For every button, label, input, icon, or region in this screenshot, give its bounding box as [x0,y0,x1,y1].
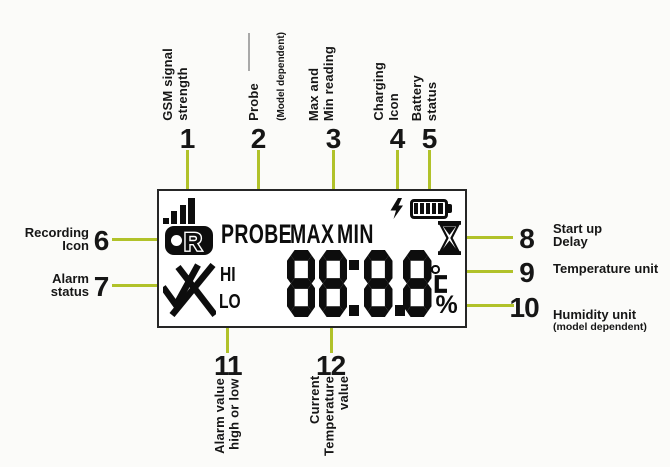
callout-label-recording-icon: Recording Icon [24,225,89,253]
callout-label-gsm-signal: GSM signal strength [160,48,190,121]
callout-label-startup-delay: Start up Delay [553,221,603,249]
seven-segment-digit [403,249,432,317]
callout-number-2: 2 [250,123,267,154]
record-letter: R [184,228,202,255]
callout-line-10 [452,304,514,307]
callout-line-7 [112,284,187,287]
celsius-letter [434,275,447,293]
callout-label-probe: Probe (Model dependent) [231,32,303,121]
callout-label-alarm-value: Alarm value high or low [212,378,242,454]
callout-label-humidity-main: Humidity unit [553,307,637,322]
callout-number-11: 11 [214,350,243,381]
seven-segment-digit [318,249,347,317]
callout-line-6 [112,238,162,241]
callout-label-temperature-unit: Temperature unit [553,261,659,276]
lo-indicator: LO [218,290,241,313]
callout-number-7: 7 [93,271,110,302]
seven-segment-digit [364,249,393,317]
callout-number-12: 12 [316,350,346,381]
callout-label-charging: Charging Icon [371,62,401,121]
callout-number-1: 1 [179,123,196,154]
callout-number-3: 3 [325,123,342,154]
battery-bar [425,203,431,214]
scan-artifact-line [248,33,250,71]
seven-segment-digit [286,249,315,317]
callout-number-6: 6 [93,225,110,256]
callout-label-probe-sub: (Model dependent) [276,32,287,121]
callout-label-battery: Battery status [409,74,439,121]
colon-lower-dot [349,304,359,316]
battery-nub [447,204,452,213]
battery-bar [419,203,425,214]
alarm-status-icon [162,262,216,317]
battery-bar [431,203,437,214]
callout-label-humidity-unit: Humidity unit (model dependent) [553,295,647,346]
lcd-screen: PROBE MAX MIN R HI LO [157,189,467,328]
callout-number-10: 10 [509,292,540,323]
signal-bar [171,211,178,224]
callout-line-8 [461,236,513,239]
decimal-point-dot [394,304,405,316]
signal-bar [162,217,169,224]
percent-symbol: % [435,290,458,319]
callout-number-9: 9 [519,257,535,288]
signal-bar [179,204,186,224]
gsm-signal-icon [162,197,195,224]
hi-indicator: HI [219,263,236,286]
min-indicator: MIN [336,219,374,249]
battery-bar [438,203,443,214]
charging-icon [390,197,403,219]
hourglass-icon [437,220,461,255]
callout-number-5: 5 [421,123,438,154]
callout-line-12 [329,323,333,353]
callout-line-9 [457,270,513,273]
signal-bar [188,197,195,224]
probe-indicator: PROBE [220,219,292,249]
seven-segment-display [286,249,432,317]
callout-line-3 [331,150,335,223]
degree-symbol [431,265,440,274]
max-indicator: MAX [289,219,334,249]
callout-line-1 [185,150,189,198]
callout-label-current-temperature: Current Temperature value [307,376,351,456]
temperature-unit-symbol [431,265,449,293]
callout-line-5 [427,150,431,199]
battery-bar [413,203,419,214]
record-dot [170,234,182,246]
callout-label-probe-main: Probe [246,83,261,121]
callout-label-alarm-status: Alarm status [50,271,89,299]
callout-number-4: 4 [389,123,406,154]
callout-number-8: 8 [519,223,535,254]
callout-label-max-min: Max and Min reading [306,45,336,121]
cross-stroke [174,264,216,317]
battery-icon [409,198,448,219]
callout-line-4 [395,150,399,198]
callout-label-humidity-sub: (model dependent) [553,321,647,333]
recording-icon: R [164,225,213,255]
cross-stroke [168,262,216,317]
colon-upper-dot [349,259,359,270]
callout-line-11 [225,318,229,353]
callout-line-2 [256,150,260,222]
